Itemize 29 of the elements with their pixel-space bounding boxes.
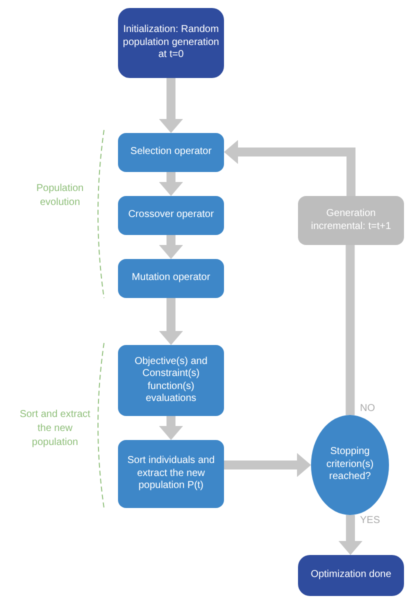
node-text: Selection operator [130,146,212,159]
node-text: Generation incremental: t=t+1 [310,208,392,233]
arrow [159,78,183,133]
process-box [118,196,224,235]
process-box [298,196,404,245]
arrow [159,298,183,345]
node-text: Initialization: Random population generation at t=0 [122,24,220,62]
node-text: Stopping criterion(s) reached? [325,446,375,484]
arrow [224,140,356,196]
process-box [118,133,224,172]
node-text: Optimization done [310,569,392,582]
arrow [224,453,311,477]
edge-label: NO [358,404,377,414]
process-box [118,345,224,416]
terminal-box [118,8,224,78]
node-text: Mutation operator [132,272,210,285]
process-box [118,259,224,298]
arrow [338,515,362,555]
node-text: Objective(s) and Constraint(s) function(s) evaluations [134,356,208,406]
arrow [159,235,183,259]
group-label: Population evolution [35,182,85,210]
arrow [159,416,183,440]
group-label: Sort and extract the new population [18,408,92,450]
edge-label: YES [358,516,382,526]
node-text: Crossover operator [128,209,214,222]
process-box [118,440,224,508]
arrow [159,172,183,196]
terminal-box [298,555,404,596]
node-text: Sort individuals and extract the new population P(t) [126,455,216,493]
